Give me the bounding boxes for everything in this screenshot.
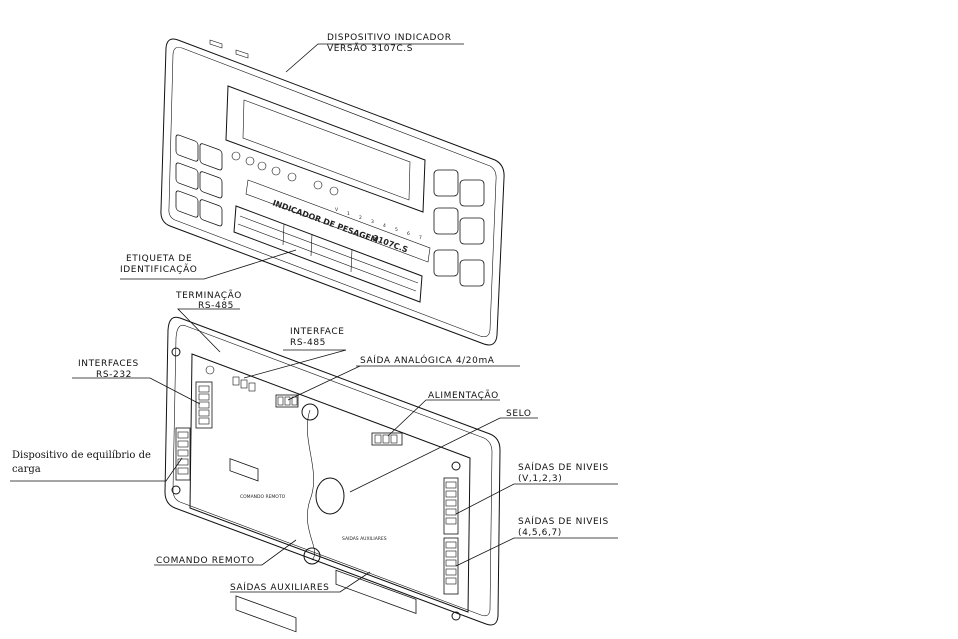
level-digit: 3 [371,219,374,225]
rear-aux-text: SAIDAS AUXILIARES [342,536,387,542]
right-keypad [433,169,485,287]
connector-rs485 [229,376,259,482]
callout-labels: DISPOSITIVO INDICADOR VERSÃO 3107C.S ETI… [12,33,609,593]
label-dispositivo-line1: DISPOSITIVO INDICADOR [327,33,452,43]
label-terminacao-line1: TERMINAÇÃO [175,290,242,301]
leader-lines [10,43,618,593]
level-digit: 5 [395,227,398,233]
indicador-text: INDICADOR DE PESAGEM [271,198,379,245]
label-selo: SELO [506,409,532,419]
connector-power [371,432,403,446]
level-digit: 1 [347,211,350,217]
connector-levels-v123 [443,477,459,535]
screw [171,485,181,495]
display-window [225,85,426,213]
rear-remote-text: COMANDO REMOTO [240,494,286,500]
label-dispositivo-line2: VERSÃO 3107C.S [327,43,413,54]
label-niveis2-line1: SAÍDAS DE NIVEIS [518,515,609,527]
level-digit: V [335,207,339,213]
connector-levels-4567 [443,537,459,595]
level-digit: 7 [419,235,422,241]
label-niveis1-line2: (V,1,2,3) [518,474,562,484]
label-interfaces232-line1: INTERFACES [78,359,139,369]
screw [451,461,461,471]
label-niveis1-line1: SAÍDAS DE NIVEIS [518,461,609,473]
led-row [231,151,339,196]
label-terminacao-line2: RS-485 [198,301,234,311]
label-alimentacao: ALIMENTAÇÃO [428,390,499,401]
label-etiqueta-line1: ETIQUETA DE [126,254,192,264]
label-equilibrio-line2: carga [12,464,41,475]
screw [451,611,461,621]
label-interface485-line1: INTERFACE [290,327,345,337]
label-comando-remoto: COMANDO REMOTO [156,556,255,566]
identification-label [233,205,423,303]
label-niveis2-line2: (4,5,6,7) [518,528,562,538]
model-text: 3107C.S [371,233,409,254]
front-panel: V 1 2 3 4 5 6 7 INDICADOR DE PESAGEM 310… [160,38,505,346]
label-etiqueta-line2: IDENTIFICAÇÃO [120,264,197,275]
label-interface485-line2: RS-485 [290,338,326,348]
screw [171,347,181,357]
level-digit: 6 [407,231,410,237]
label-interfaces232-line2: RS-232 [96,370,132,380]
connector-load-balance [175,427,191,481]
connector-aux-outputs: SAIDAS AUXILIARES [335,536,417,614]
connector-remote-command: COMANDO REMOTO [235,494,297,633]
seal-wire [307,409,315,561]
label-saidas-auxiliares: SAÍDAS AUXILIARES [230,581,329,593]
seal [315,477,345,515]
label-equilibrio-line1: Dispositivo de equilíbrio de [12,450,151,461]
rear-housing [189,353,471,613]
level-digit: 2 [359,215,362,221]
rs485-termination-jumper [205,365,215,375]
level-digit: 4 [383,223,386,229]
left-keypad [175,134,223,227]
connector-rs232 [195,381,213,429]
label-saida-analogica: SAÍDA ANALÓGICA 4/20mA [360,354,495,366]
